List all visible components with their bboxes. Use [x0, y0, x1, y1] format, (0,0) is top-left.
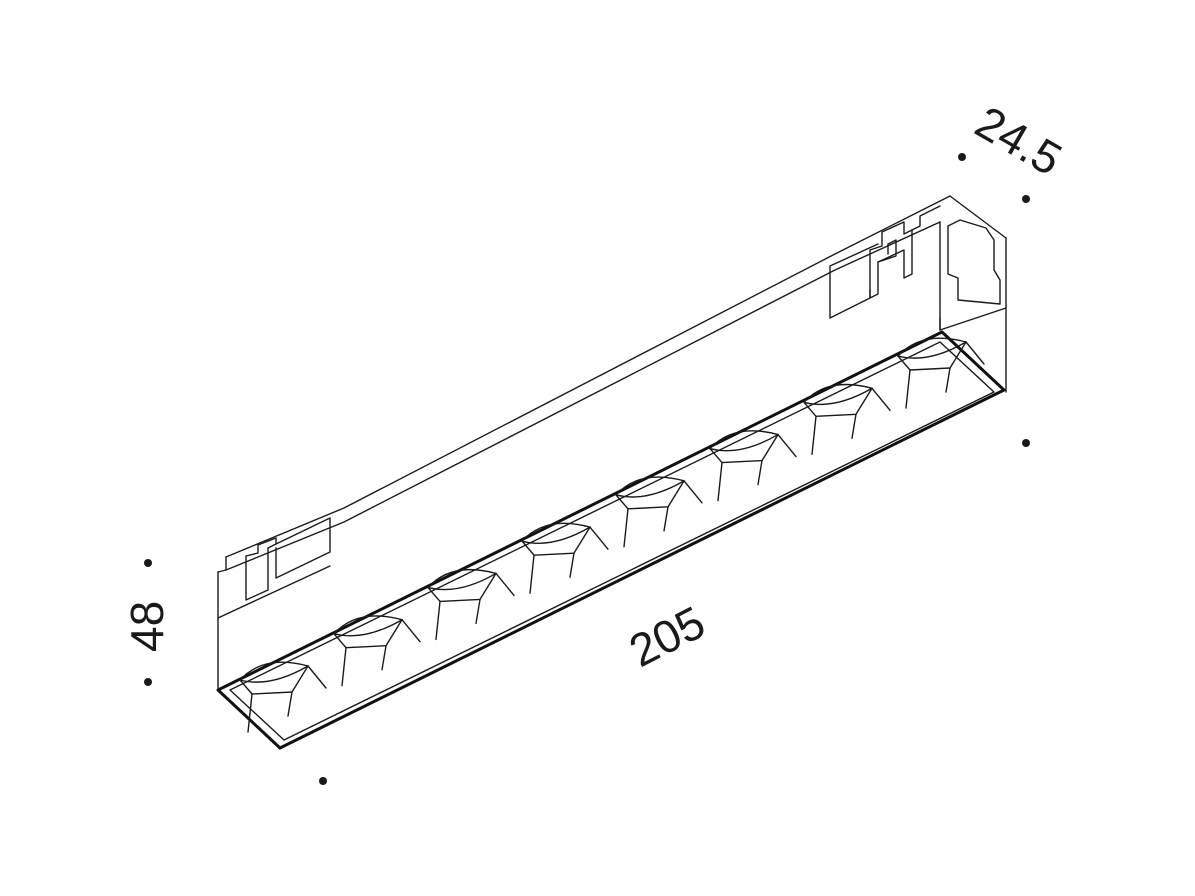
lens [803, 383, 891, 455]
dim-dot-length-start [319, 777, 327, 785]
dim-dot-height-top [144, 559, 152, 567]
lens [521, 522, 609, 594]
dim-dot-depth-left [958, 153, 966, 161]
lens [333, 615, 421, 687]
dim-label-height: 48 [121, 601, 173, 652]
dim-label-length: 205 [621, 596, 713, 677]
lens [615, 476, 703, 548]
lens [427, 568, 515, 641]
lens-channel [216, 330, 1006, 750]
lens [239, 661, 327, 733]
housing [217, 195, 1007, 691]
lens [709, 430, 797, 502]
lens [897, 337, 985, 409]
dim-dot-length-end [1022, 439, 1030, 447]
dim-dot-depth-right [1022, 195, 1030, 203]
lens-array [239, 337, 985, 733]
dim-dot-height-bottom [144, 678, 152, 686]
dim-label-depth: 24.5 [967, 96, 1071, 186]
